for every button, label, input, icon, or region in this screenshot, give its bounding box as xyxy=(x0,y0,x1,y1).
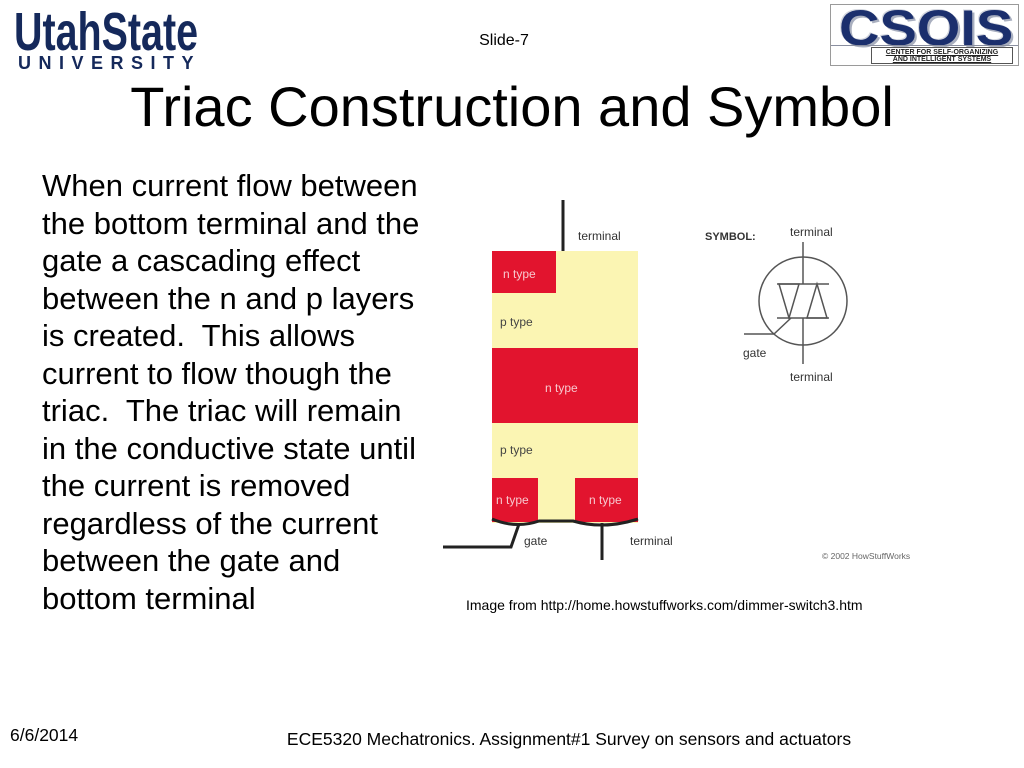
body-text: When current flow between the bottom ter… xyxy=(42,167,419,617)
csois-logo-tagline: CENTER FOR SELF-ORGANIZING AND INTELLIGE… xyxy=(871,47,1013,64)
csois-tagline-line-1: CENTER FOR SELF-ORGANIZING xyxy=(885,48,999,56)
csois-tagline-line-2: AND INTELLIGENT SYSTEMS xyxy=(892,56,992,63)
body-line: When current flow between xyxy=(42,168,418,203)
body-line: between the gate and xyxy=(42,543,341,578)
n-layer-middle xyxy=(492,348,638,423)
body-line: the current is removed xyxy=(42,468,351,503)
layer-label: n type xyxy=(503,267,536,281)
body-line: bottom terminal xyxy=(42,580,256,616)
n-layer-bottom-left xyxy=(492,478,538,522)
usu-logo-wordmark: UtahState xyxy=(14,2,198,62)
csois-logo-rule xyxy=(831,45,1018,46)
layer-label: p type xyxy=(500,443,533,457)
body-line: between the n and p layers xyxy=(42,280,415,316)
symbol-diode-down-icon xyxy=(777,283,801,321)
figure-copyright: © 2002 HowStuffWorks xyxy=(822,551,910,561)
footer-course: ECE5320 Mechatronics. Assignment#1 Surve… xyxy=(286,729,852,749)
n-layer-top xyxy=(492,251,556,293)
body-line: in the conductive state until xyxy=(42,430,416,466)
symbol-gate-label: gate xyxy=(743,346,767,360)
body-line: the bottom terminal and the xyxy=(42,205,420,241)
body-line: is created. This allows xyxy=(42,318,355,353)
symbol-heading: SYMBOL: xyxy=(705,231,756,243)
gate-label: gate xyxy=(524,534,548,548)
body-line: current to flow though the xyxy=(42,355,392,391)
slide-number: Slide-7 xyxy=(479,32,529,49)
body-line: triac. The triac will remain xyxy=(42,393,402,428)
top-terminal-label: terminal xyxy=(578,229,621,243)
triac-symbol: SYMBOL: terminal gate terminal xyxy=(705,225,848,384)
triac-construction: terminal n type p type n type p type n t… xyxy=(443,200,673,560)
usu-logo-subline: UNIVERSITY xyxy=(18,53,202,73)
layer-label: p type xyxy=(500,315,533,329)
slide-title: Triac Construction and Symbol xyxy=(130,75,894,138)
symbol-top-terminal-label: terminal xyxy=(790,225,833,239)
gate-wire xyxy=(443,523,521,549)
body-line: regardless of the current xyxy=(42,505,379,541)
n-layer-bottom-right xyxy=(575,478,638,522)
symbol-diode-up-icon xyxy=(805,281,829,319)
layer-label: n type xyxy=(496,493,529,507)
layer-label: n type xyxy=(545,381,578,395)
bottom-terminal-label: terminal xyxy=(630,534,673,548)
body-line: gate a cascading effect xyxy=(42,243,361,278)
symbol-gate-lead xyxy=(744,317,792,335)
csois-logo: CSOIS CENTER FOR SELF-ORGANIZING AND INT… xyxy=(830,4,1019,66)
triac-figure: terminal n type p type n type p type n t… xyxy=(443,200,910,561)
layer-label: n type xyxy=(589,493,622,507)
symbol-bottom-terminal-label: terminal xyxy=(790,370,833,384)
footer-date: 6/6/2014 xyxy=(10,725,79,745)
figure-caption: Image from http://home.howstuffworks.com… xyxy=(466,597,863,613)
triac-base-outline xyxy=(491,517,639,527)
